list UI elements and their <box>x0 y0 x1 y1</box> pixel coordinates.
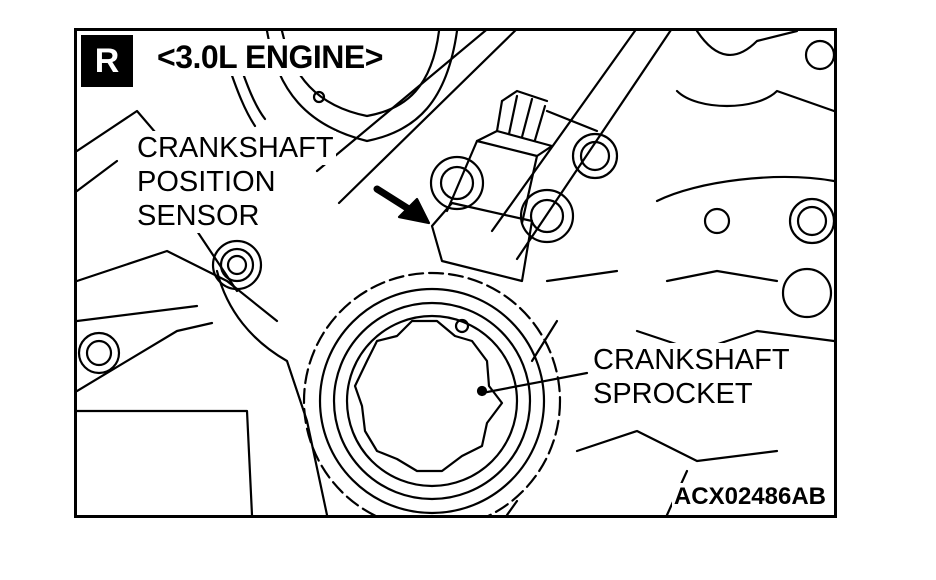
sensor-arrow <box>373 185 431 225</box>
sensor-label-line3: SENSOR <box>135 199 262 233</box>
crankshaft-sprocket <box>302 271 562 515</box>
section-badge: R <box>81 35 133 87</box>
engine-block-right <box>505 31 834 515</box>
crankshaft-position-sensor <box>429 89 619 283</box>
sensor-label-line1: CRANKSHAFT <box>135 131 336 165</box>
timing-belt <box>315 31 672 363</box>
diagram-frame: R <3.0L ENGINE> CRANKSHAFT POSITION SENS… <box>74 28 837 518</box>
figure-code: ACX02486AB <box>671 483 828 511</box>
engine-illustration <box>77 31 834 515</box>
sensor-label-line2: POSITION <box>135 165 278 199</box>
sprocket-label-line1: CRANKSHAFT <box>591 343 792 377</box>
sprocket-label-line2: SPROCKET <box>591 377 755 411</box>
sensor-bolt <box>211 239 263 291</box>
leader-lines <box>480 371 589 395</box>
engine-variant-title: <3.0L ENGINE> <box>153 39 387 76</box>
